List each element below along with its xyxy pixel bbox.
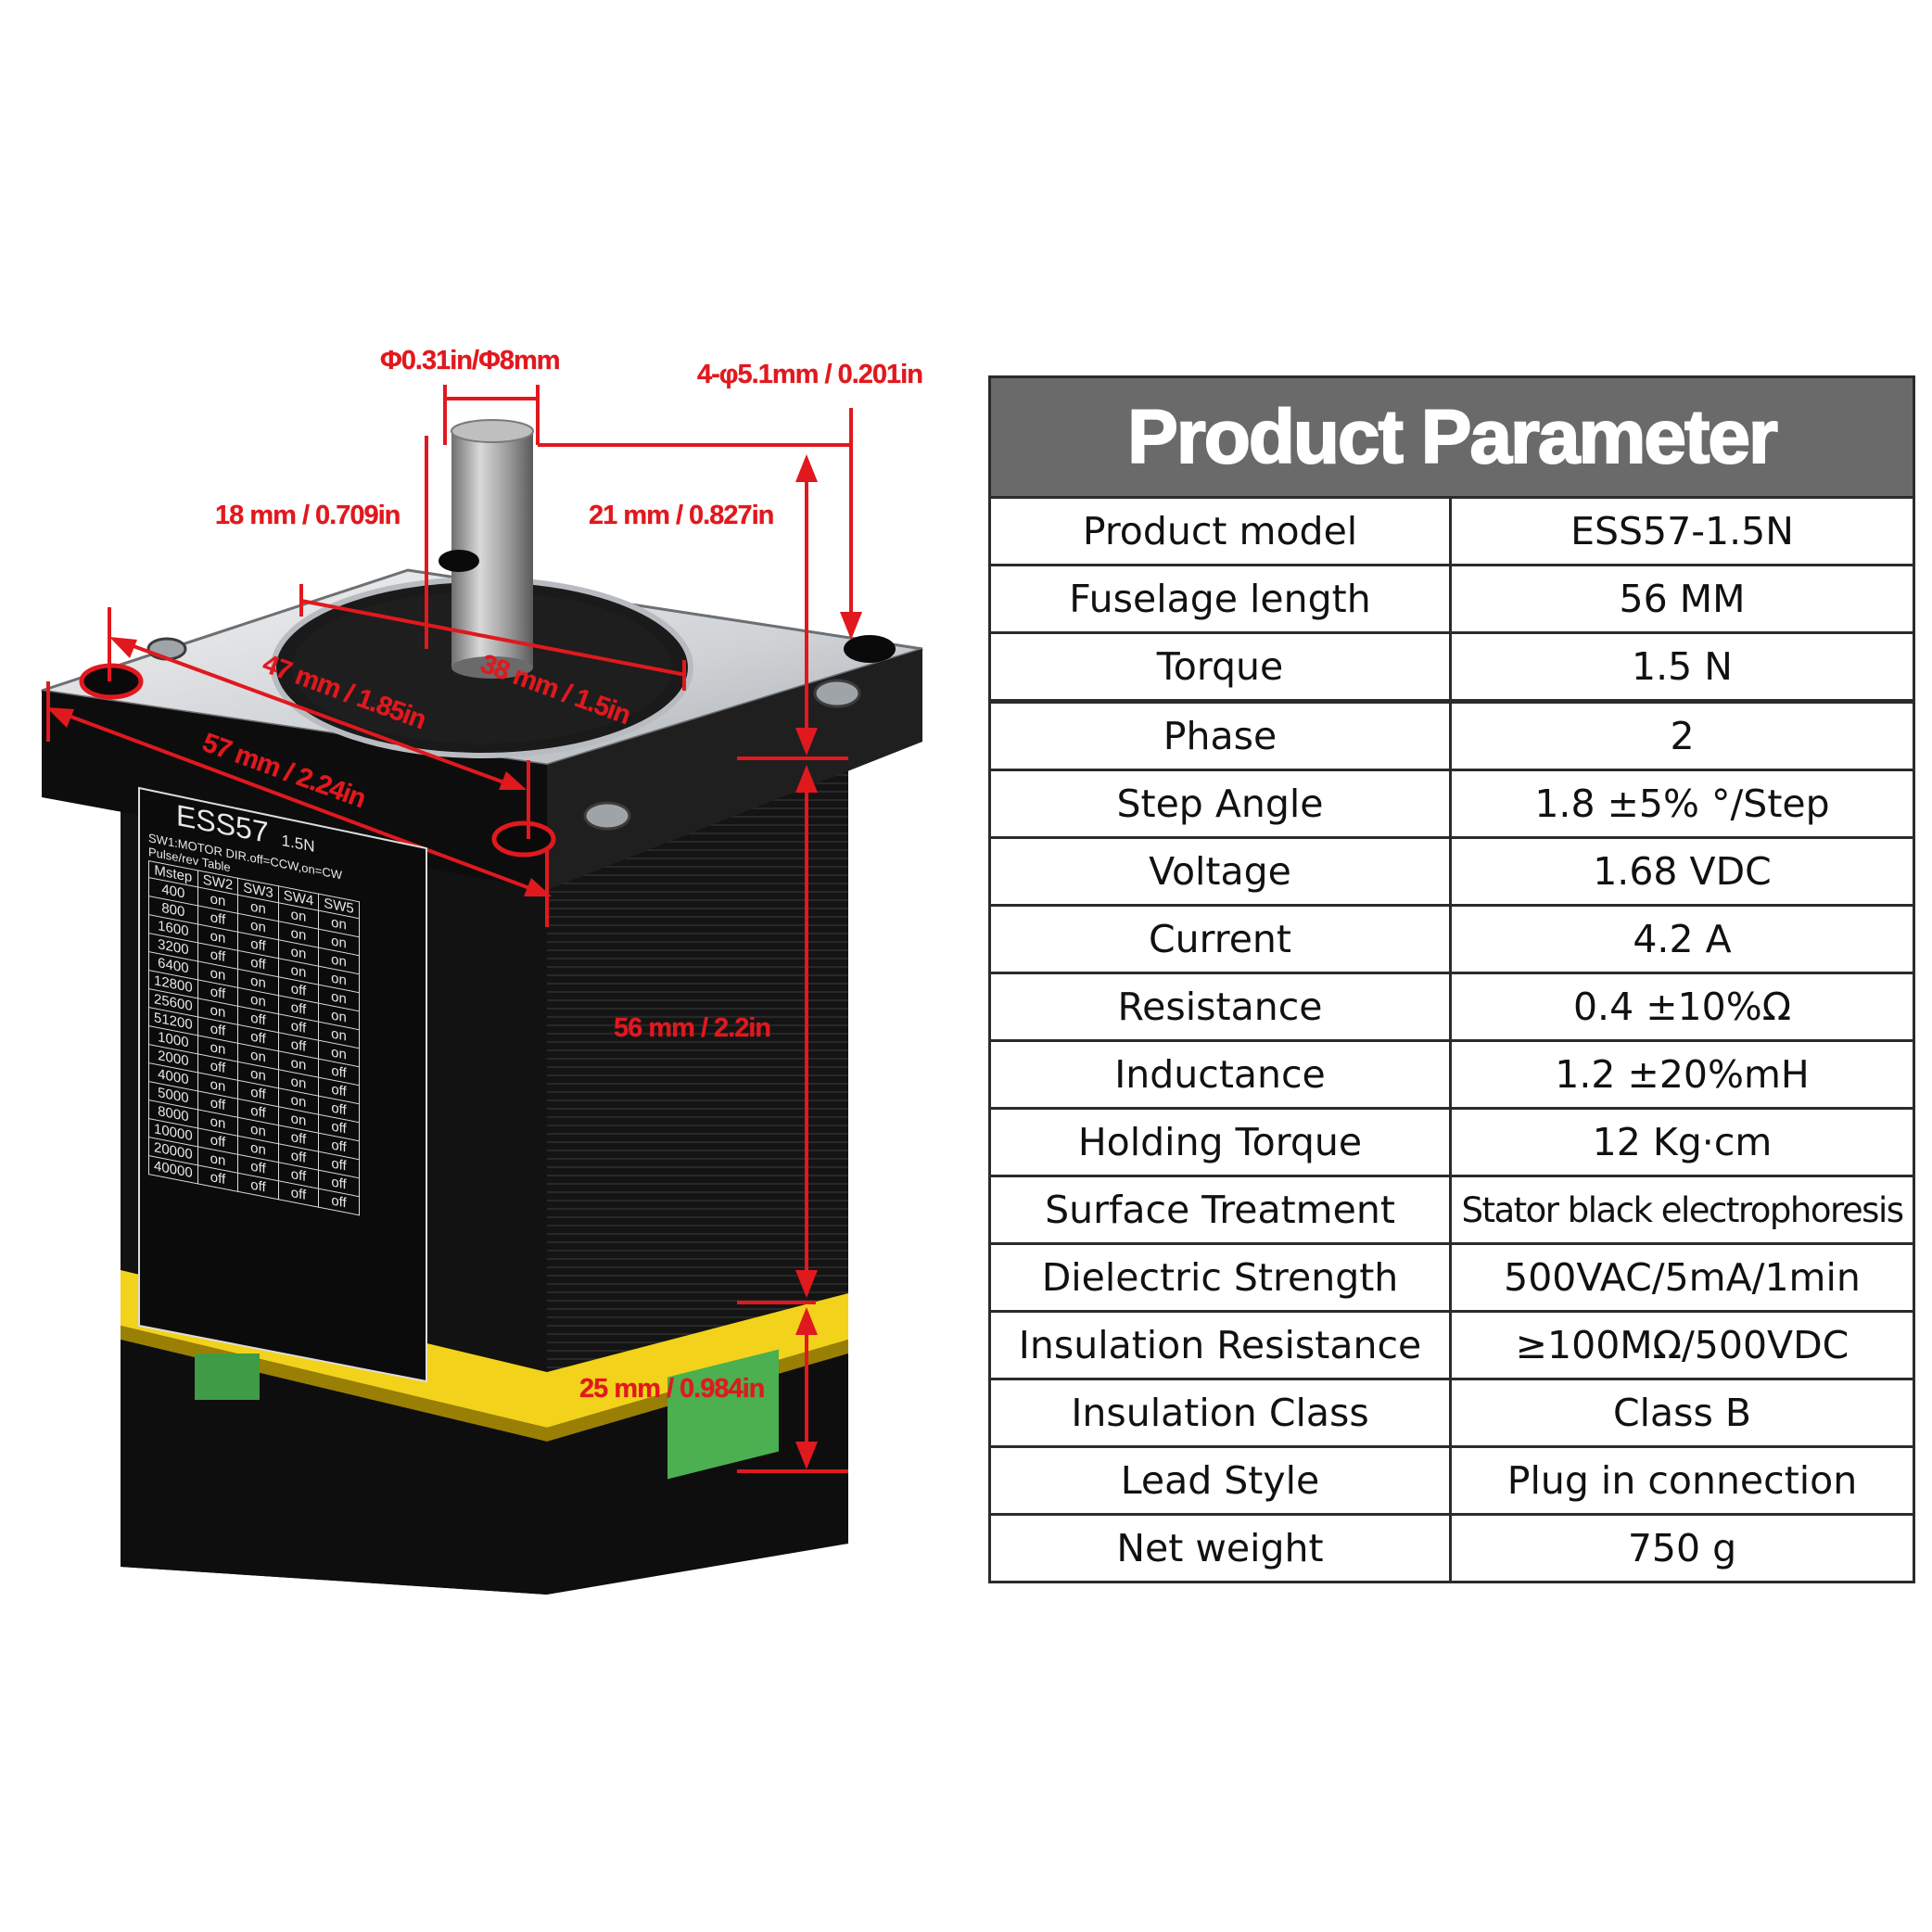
terminal-block-left — [195, 1354, 260, 1400]
param-value: ESS57-1.5N — [1570, 509, 1794, 553]
param-value: 1.5 N — [1632, 644, 1733, 689]
param-name: Phase — [991, 704, 1452, 769]
driver-housing — [121, 1340, 848, 1595]
param-value: 2 — [1670, 714, 1695, 758]
param-name: Lead Style — [991, 1448, 1452, 1513]
dimension-lines — [46, 385, 862, 1473]
param-value: 1.2 ±20%mH — [1555, 1052, 1810, 1097]
driver-length-label: 25 mm / 0.984in — [579, 1374, 766, 1404]
table-row: Step Angle 1.8 ±5% °/Step — [991, 769, 1913, 836]
table-row: Voltage 1.68 VDC — [991, 836, 1913, 904]
param-value: 4.2 A — [1633, 917, 1732, 961]
mounting-holes-label: 4-φ5.1mm / 0.201in — [697, 360, 923, 389]
product-parameter-table: Product Parameter Product model ESS57-1.5… — [988, 375, 1915, 1583]
shaft-length-label: 21 mm / 0.827in — [589, 501, 775, 530]
param-name: Current — [991, 907, 1452, 972]
param-value: Stator black electrophoresis — [1461, 1189, 1904, 1230]
label-plate — [138, 786, 427, 1383]
table-row: Fuselage length 56 MM — [991, 564, 1913, 631]
body-length-label: 56 mm / 2.2in — [614, 1013, 771, 1043]
param-name: Step Angle — [991, 771, 1452, 836]
param-name: Fuselage length — [991, 566, 1452, 631]
table-row: Current 4.2 A — [991, 904, 1913, 972]
param-value: 1.68 VDC — [1593, 849, 1772, 894]
table-row: Dielectric Strength 500VAC/5mA/1min — [991, 1242, 1913, 1310]
table-title: Product Parameter — [991, 378, 1913, 496]
motor-label: ESS57 1.5N SW1:MOTOR DIR.off=CCW,on=CW P… — [148, 793, 426, 1228]
terminal-block — [667, 1349, 779, 1480]
param-name: Holding Torque — [991, 1110, 1452, 1175]
param-name: Torque — [991, 634, 1452, 699]
param-name: Surface Treatment — [991, 1177, 1452, 1242]
table-row: Insulation Class Class B — [991, 1378, 1913, 1445]
param-name: Insulation Class — [991, 1380, 1452, 1445]
table-row: Phase 2 — [991, 699, 1913, 769]
param-name: Net weight — [991, 1516, 1452, 1581]
param-value: Class B — [1612, 1391, 1752, 1435]
table-row: Net weight 750 g — [991, 1513, 1913, 1581]
param-value: 500VAC/5mA/1min — [1504, 1255, 1861, 1300]
param-value: Plug in connection — [1506, 1458, 1858, 1503]
label-torque: 1.5N — [281, 831, 315, 856]
param-value: ≥100MΩ/500VDC — [1515, 1323, 1849, 1367]
motor-figure: Φ0.31in/Φ8mm 4-φ5.1mm / 0.201in 18 mm / … — [41, 346, 923, 1595]
table-row: Inductance 1.2 ±20%mH — [991, 1039, 1913, 1107]
table-title-text: Product Parameter — [1126, 394, 1779, 480]
table-row: Product model ESS57-1.5N — [991, 496, 1913, 564]
param-value: 0.4 ±10%Ω — [1572, 985, 1792, 1029]
param-name: Insulation Resistance — [991, 1313, 1452, 1378]
table-row: Resistance 0.4 ±10%Ω — [991, 972, 1913, 1039]
table-rows: Product model ESS57-1.5N Fuselage length 56… — [991, 496, 1913, 1581]
motor-drawing — [41, 385, 923, 1595]
param-value: 56 MM — [1619, 577, 1746, 621]
param-value: 1.8 ±5% °/Step — [1534, 782, 1830, 826]
table-row: Lead Style Plug in connection — [991, 1445, 1913, 1513]
yellow-band — [121, 1270, 848, 1428]
param-name: Dielectric Strength — [991, 1245, 1452, 1310]
param-name: Resistance — [991, 974, 1452, 1039]
motor-shaft — [451, 431, 533, 667]
param-value: 12 Kg·cm — [1592, 1120, 1773, 1164]
param-value: 750 g — [1627, 1526, 1737, 1570]
table-row: Torque 1.5 N — [991, 631, 1913, 699]
shaft-length-flat-label: 18 mm / 0.709in — [215, 501, 401, 530]
shaft-diameter-label: Φ0.31in/Φ8mm — [380, 346, 561, 375]
param-name: Inductance — [991, 1042, 1452, 1107]
table-row: Insulation Resistance ≥100MΩ/500VDC — [991, 1310, 1913, 1378]
table-row: Holding Torque 12 Kg·cm — [991, 1107, 1913, 1175]
param-name: Product model — [991, 499, 1452, 564]
param-name: Voltage — [991, 839, 1452, 904]
